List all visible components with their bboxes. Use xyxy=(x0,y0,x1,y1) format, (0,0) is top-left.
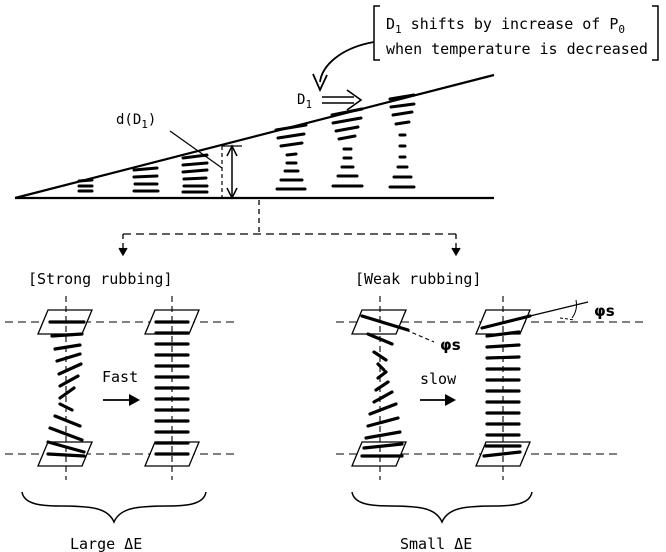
weak-aligned-molecules xyxy=(480,314,532,458)
weak-rubbing-panel: [Weak rubbing] φs slow xyxy=(336,270,648,552)
d1-label: D1 xyxy=(297,92,312,111)
note-line-1: D1 shifts by increase of P0 xyxy=(386,15,625,36)
strong-rubbing-panel: [Strong rubbing] Fast xyxy=(5,270,235,552)
wedge-molecules-6 xyxy=(388,93,416,189)
note-arrow xyxy=(319,41,375,83)
phi-s-label-right: φs xyxy=(594,302,615,320)
wedge-molecules-4 xyxy=(274,123,308,191)
wedge-molecules-3 xyxy=(181,153,209,194)
thickness-marker xyxy=(221,144,242,200)
weak-brace xyxy=(351,491,533,524)
d1-shift-arrow xyxy=(322,89,363,111)
temperature-note: D1 shifts by increase of P0 when tempera… xyxy=(312,5,659,93)
d-d1-leader xyxy=(169,130,223,169)
branch-lines xyxy=(118,200,461,257)
wedge-cell: D1 d(D1) xyxy=(14,73,495,257)
phi-s-label-left: φs xyxy=(440,336,461,354)
weak-twisted-molecules xyxy=(360,314,410,458)
slow-label: slow xyxy=(420,370,457,388)
wedge-molecules-2 xyxy=(132,166,160,193)
strong-twisted-molecules xyxy=(46,320,86,458)
wedge-molecules-1 xyxy=(77,178,94,193)
d-d1-label: d(D1) xyxy=(116,112,156,131)
wedge-molecules-5 xyxy=(330,107,364,188)
note-line-2: when temperature is decreased xyxy=(386,40,648,58)
weak-rubbing-title: [Weak rubbing] xyxy=(355,270,481,288)
large-delta-e-caption: Large ΔE xyxy=(70,535,142,552)
strong-aligned-molecules xyxy=(154,320,190,456)
strong-rubbing-title: [Strong rubbing] xyxy=(28,270,173,288)
strong-brace xyxy=(21,491,207,524)
fast-label: Fast xyxy=(102,368,138,386)
slow-arrow xyxy=(445,394,456,406)
small-delta-e-caption: Small ΔE xyxy=(400,535,472,552)
fast-arrow xyxy=(129,394,140,406)
